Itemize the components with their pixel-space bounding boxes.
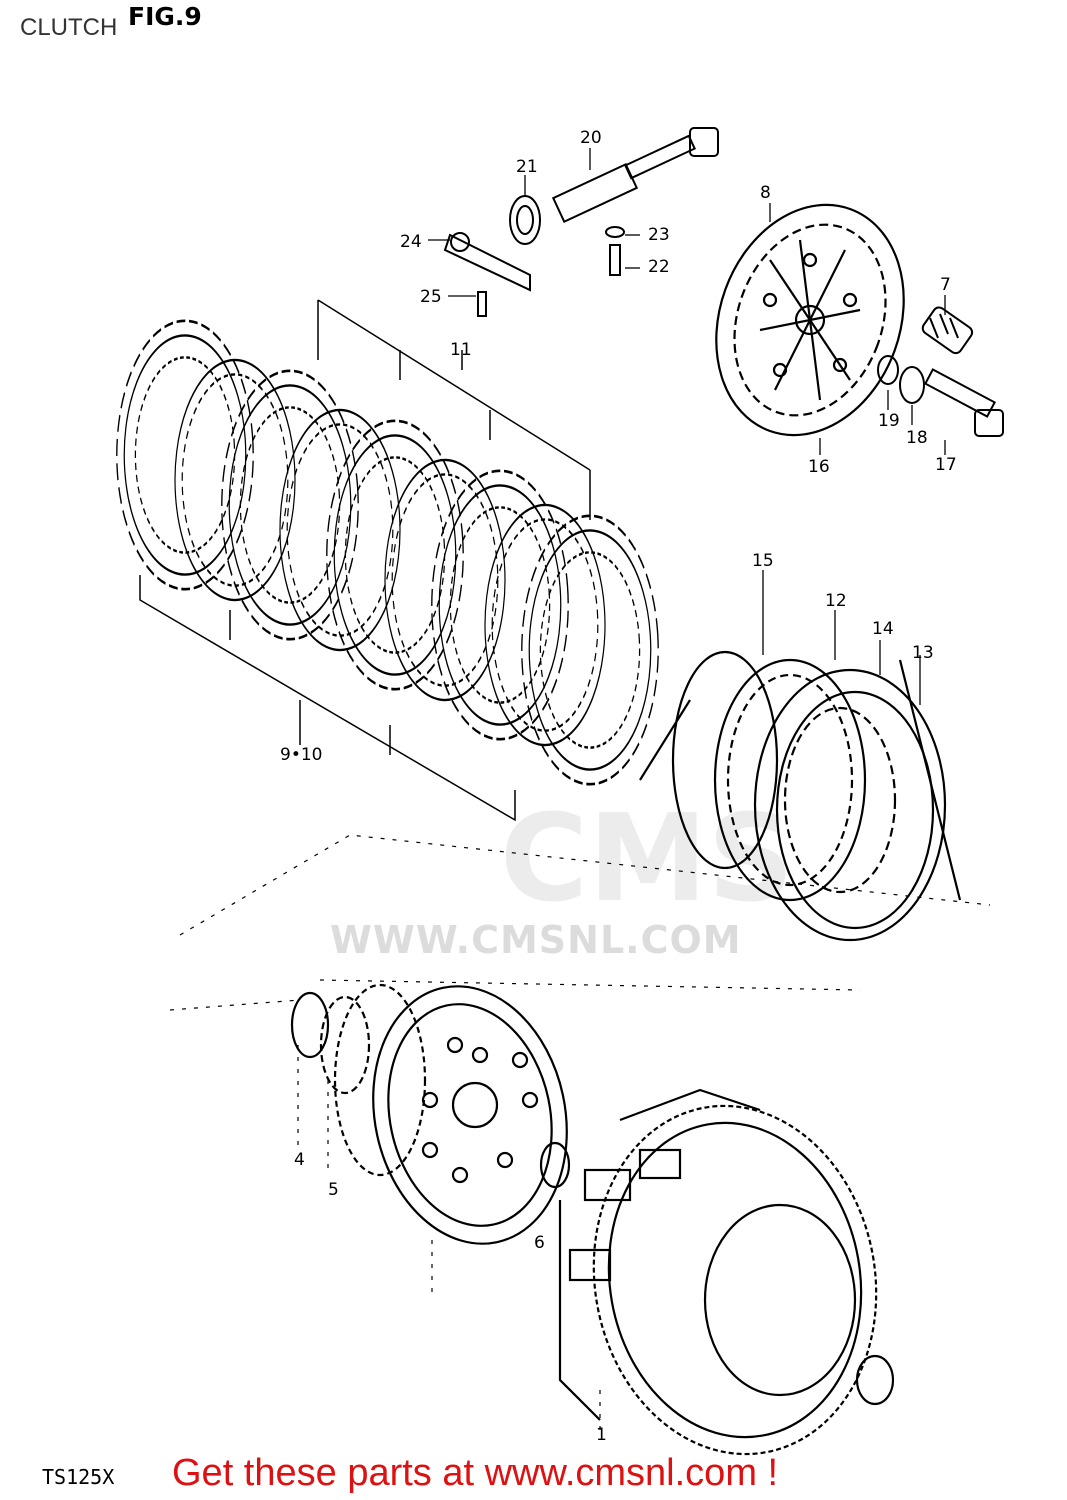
release-mechanism xyxy=(443,127,719,317)
stack-bracket xyxy=(139,299,591,822)
label-19: 19 xyxy=(878,411,900,431)
label-23: 23 xyxy=(648,225,670,245)
label-4: 4 xyxy=(294,1150,305,1170)
clutch-spring xyxy=(921,306,974,355)
label-17: 17 xyxy=(935,455,957,475)
primary-driven-gear xyxy=(539,1088,895,1456)
label-16: 16 xyxy=(808,457,830,477)
plate-stack xyxy=(106,302,669,803)
watermark-url: WWW.CMSNL.COM xyxy=(330,918,742,962)
label-21: 21 xyxy=(516,157,538,177)
guide-lines xyxy=(169,834,991,1430)
label-11: 11 xyxy=(450,340,472,360)
label-22: 22 xyxy=(648,257,670,277)
part-labels: 20 21 8 23 24 22 25 7 11 19 18 17 16 15 … xyxy=(280,128,957,1445)
spring-bolt xyxy=(877,355,1004,437)
label-20: 20 xyxy=(580,128,602,148)
label-8: 8 xyxy=(760,183,771,203)
label-7: 7 xyxy=(940,275,951,295)
clutch-sleeve-hub xyxy=(639,650,962,942)
label-13: 13 xyxy=(912,643,934,663)
leader-lines xyxy=(428,148,946,705)
diagram-title: CLUTCH xyxy=(20,14,118,41)
label-25: 25 xyxy=(420,287,442,307)
label-24: 24 xyxy=(400,232,422,252)
pressure-plate xyxy=(715,203,905,437)
label-6: 6 xyxy=(534,1233,545,1253)
label-18: 18 xyxy=(906,428,928,448)
figure-number: FIG.9 xyxy=(128,2,202,31)
label-14: 14 xyxy=(872,619,894,639)
label-5: 5 xyxy=(328,1180,339,1200)
label-1: 1 xyxy=(596,1425,607,1445)
footer-link[interactable]: Get these parts at www.cmsnl.com ! xyxy=(172,1452,779,1494)
model-code: TS125X xyxy=(42,1465,115,1489)
clutch-sleeve-boss xyxy=(290,983,568,1245)
label-9-10: 9•10 xyxy=(280,745,322,765)
label-12: 12 xyxy=(825,591,847,611)
label-15: 15 xyxy=(752,551,774,571)
